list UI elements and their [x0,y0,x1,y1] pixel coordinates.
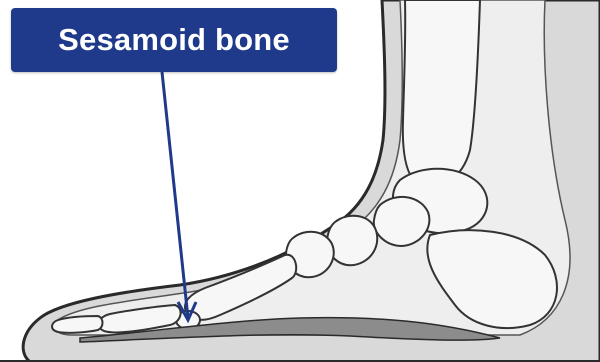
callout-box: Sesamoid bone [11,8,337,72]
cuneiform-bone [327,216,377,265]
navicular-bone [374,197,430,246]
callout-label: Sesamoid bone [58,22,290,58]
callout-leader-line [162,72,188,318]
distal-phalanx-bone [52,316,103,333]
